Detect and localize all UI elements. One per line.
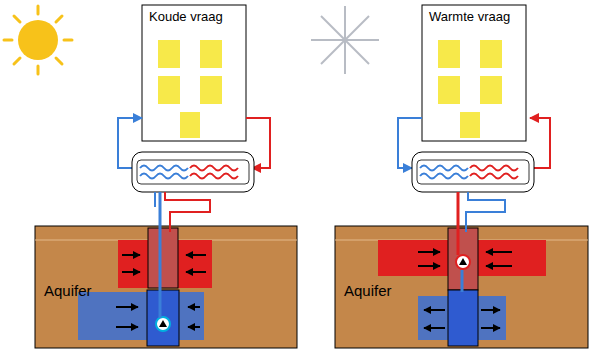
right-panel	[335, 5, 588, 348]
sun	[4, 6, 72, 74]
panel-title: Koude vraag	[149, 9, 223, 24]
panel-title: Warmte vraag	[429, 9, 510, 24]
left-panel	[35, 5, 297, 348]
snowflake	[311, 6, 379, 74]
layer-label: Aquifer	[344, 282, 392, 299]
layer-label: Aquifer	[44, 282, 92, 299]
